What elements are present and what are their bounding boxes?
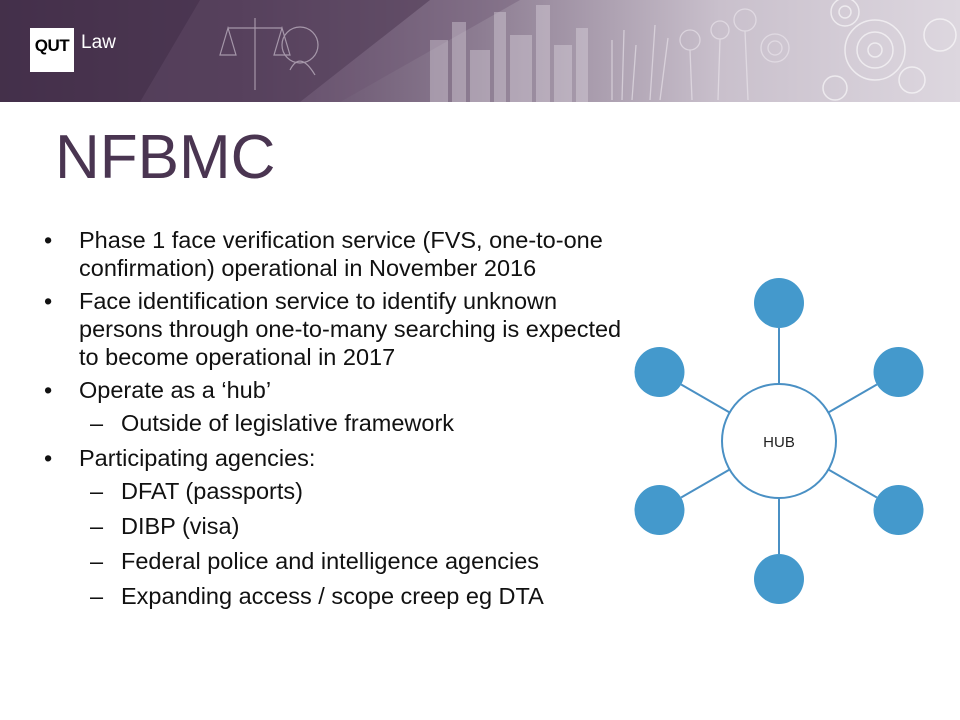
- banner-artwork: [0, 0, 957, 102]
- bullet-list: Phase 1 face verification service (FVS, …: [40, 226, 630, 617]
- sub-bullet-item: Expanding access / scope creep eg DTA: [40, 582, 630, 610]
- gears-icon: [822, 0, 957, 101]
- spoke-link: [680, 383, 731, 414]
- hands-and-flowers-icon: [611, 8, 790, 101]
- header-banner: QUT Law: [0, 0, 960, 102]
- spoke-node: [754, 278, 804, 328]
- sub-bullet-item: DIBP (visa): [40, 512, 630, 540]
- spoke-node: [873, 485, 924, 535]
- spoke-node: [634, 485, 685, 535]
- qut-law-logo: QUT Law: [30, 28, 116, 72]
- sub-bullet-item: Outside of legislative framework: [40, 409, 630, 437]
- qut-logo-mark: QUT: [30, 28, 74, 72]
- logo-label: Law: [81, 32, 116, 53]
- bullet-item: Operate as a ‘hub’: [40, 376, 630, 404]
- hub-node: [721, 383, 837, 499]
- city-skyline-icon: [430, 5, 588, 102]
- spoke-link: [680, 468, 731, 499]
- sub-bullet-item: DFAT (passports): [40, 477, 630, 505]
- slide-title: NFBMC: [55, 123, 276, 192]
- spoke-node: [754, 554, 804, 604]
- bullet-item: Phase 1 face verification service (FVS, …: [40, 226, 630, 282]
- bullet-item: Face identification service to identify …: [40, 287, 630, 371]
- spoke-link: [827, 383, 878, 414]
- spoke-node: [634, 347, 685, 397]
- sub-bullet-item: Federal police and intelligence agencies: [40, 547, 630, 575]
- bullet-item: Participating agencies:: [40, 444, 630, 472]
- scales-of-justice-icon: [219, 18, 319, 90]
- hub-spoke-diagram: HUB: [634, 278, 924, 604]
- hub-label: HUB: [763, 434, 795, 451]
- spoke-node: [873, 347, 924, 397]
- spoke-link: [827, 468, 878, 499]
